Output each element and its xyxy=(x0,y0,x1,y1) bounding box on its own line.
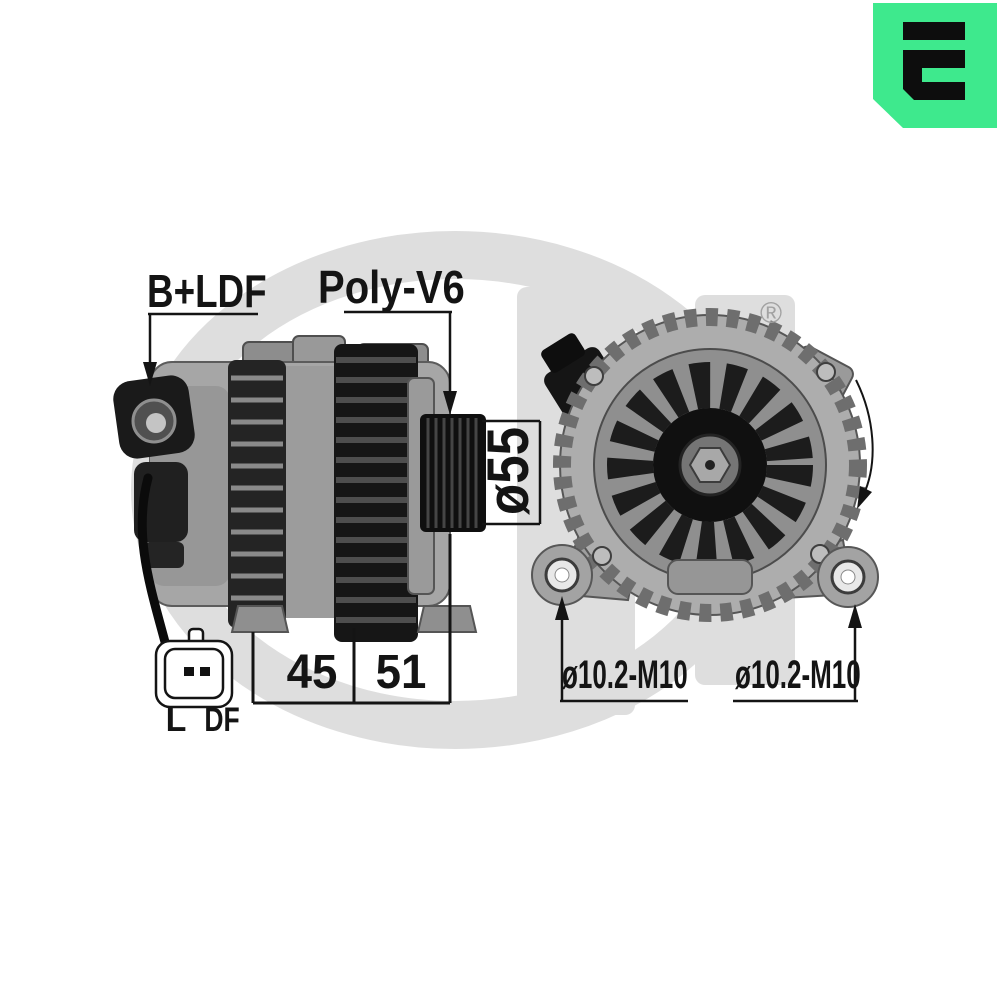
alternator-side-view-photo xyxy=(113,335,486,683)
mount-hole-left-label: ø10.2-M10 xyxy=(562,653,688,697)
terminal-label: B+LDF xyxy=(147,265,267,317)
mounting-ear-right xyxy=(817,546,879,608)
front-vent-slots xyxy=(607,362,813,568)
side-lower-tab xyxy=(144,542,184,568)
terminal-connector xyxy=(113,375,195,459)
era-logo-e-icon xyxy=(903,22,965,100)
connector-pin-l-label: L xyxy=(165,701,187,739)
mounting-ear-left xyxy=(531,544,593,606)
side-vent-band xyxy=(228,360,286,628)
side-feet xyxy=(230,605,478,633)
dimension-45-label: 45 xyxy=(286,646,338,699)
alternator-front-view-photo xyxy=(531,308,879,622)
pulley xyxy=(420,414,486,532)
mount-hole-right-label: ø10.2-M10 xyxy=(735,653,861,697)
belt-type-label: Poly-V6 xyxy=(318,261,465,313)
front-pulley-hub xyxy=(653,408,767,522)
front-bottom-link xyxy=(667,559,753,595)
connector-pin-df-label: DF xyxy=(204,701,240,739)
side-stator-drum xyxy=(334,344,418,642)
dimension-51-label: 51 xyxy=(375,646,427,699)
era-logo xyxy=(873,3,997,128)
pulley-diameter-label: ø55 xyxy=(476,427,541,515)
registered-trademark-mark: ® xyxy=(759,297,783,330)
side-mid-housing xyxy=(286,366,336,618)
